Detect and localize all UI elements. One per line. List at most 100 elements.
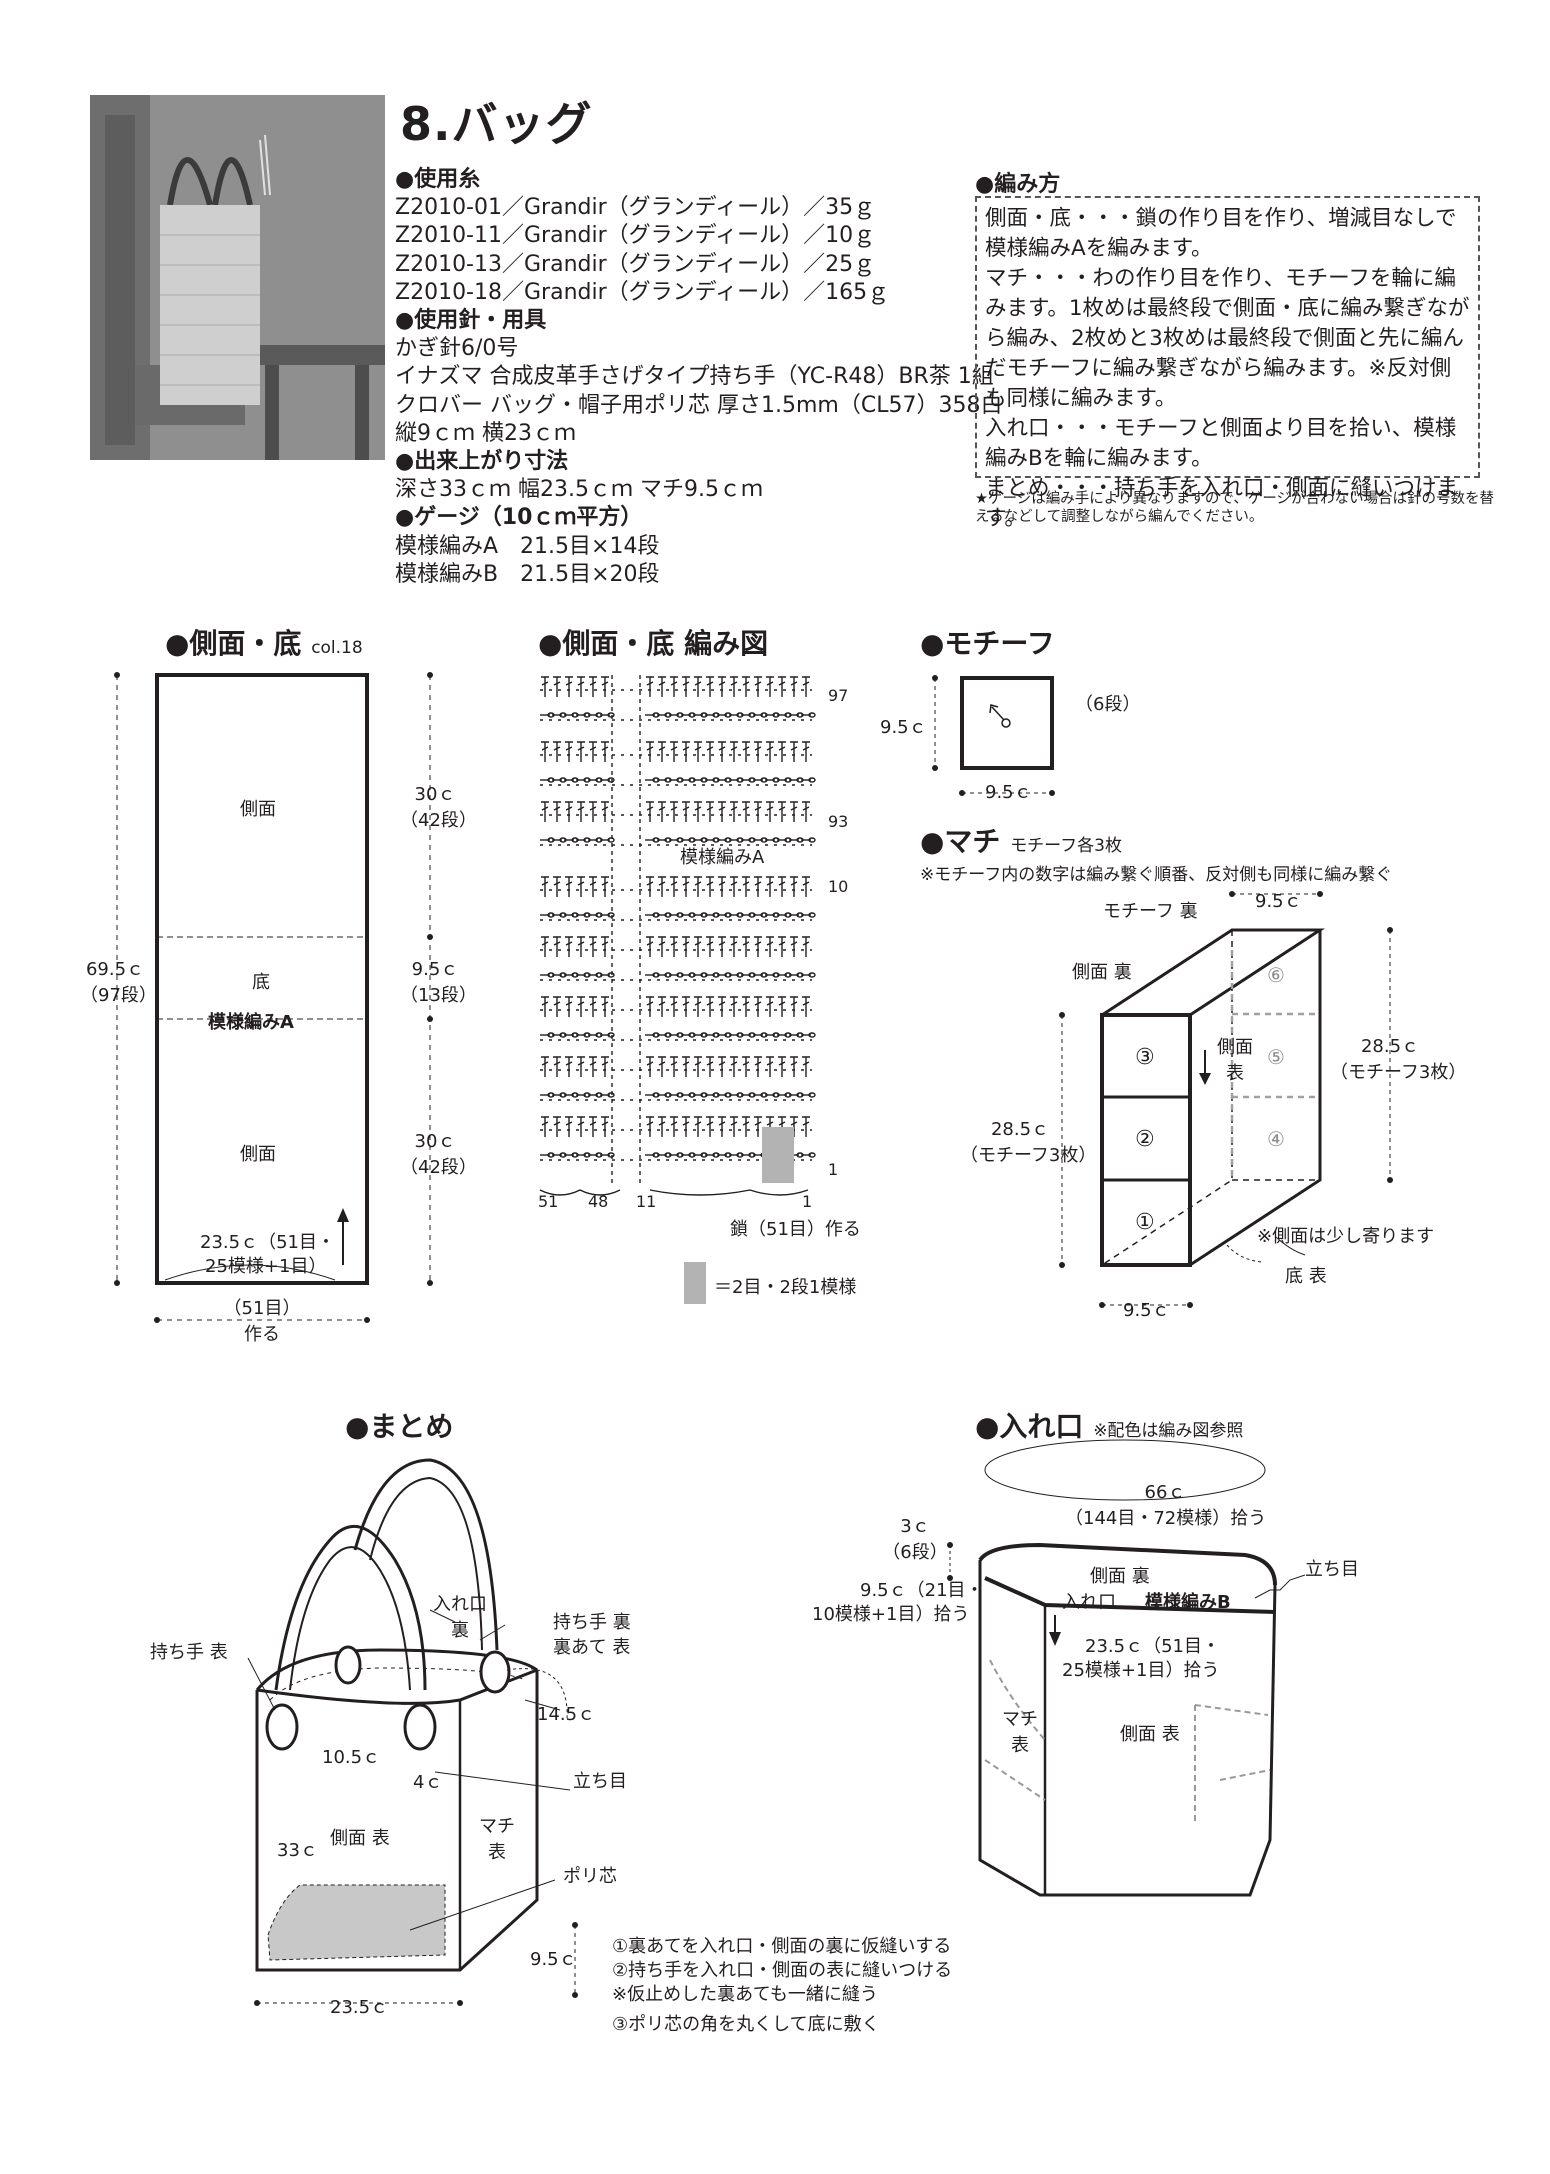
stitch-symbol	[766, 801, 774, 822]
stitch-symbol	[682, 801, 690, 822]
dim-33-label: 33ｃ	[277, 1840, 318, 1861]
dim-value: 66ｃ	[1144, 1482, 1186, 1503]
side-height-label: 30ｃ（42段）	[400, 780, 477, 832]
yarn-line: Z2010-11／Grandir（グランディール）／10ｇ	[395, 223, 876, 249]
stitch-symbol	[694, 801, 702, 822]
chart-heading: ●側面・底 編み図	[538, 627, 769, 660]
stitch-symbol	[541, 1056, 549, 1077]
gusset-heading-note: モチーフ各3枚	[1010, 836, 1122, 856]
yarn-line: Z2010-13／Grandir（グランディール）／25ｇ	[395, 251, 876, 277]
yarn-line: Z2010-18／Grandir（グランディール）／165ｇ	[395, 279, 890, 305]
method-paragraph: まとめ・・・持ち手を入れ口・側面に縫いつけます。	[985, 476, 1459, 531]
dim-value: 30ｃ	[414, 1131, 456, 1152]
stitch-symbol	[670, 936, 678, 957]
stitch-symbol	[706, 801, 714, 822]
stitch-symbol	[754, 936, 762, 957]
stitch-symbol	[766, 996, 774, 1017]
method-paragraph: 入れ口・・・モチーフと側面より目を拾い、模様編みBを輪に編みます。	[985, 416, 1457, 471]
materials-block: ●使用糸 Z2010-01／Grandir（グランディール）／35ｇ Z2010…	[395, 166, 1002, 589]
column-number: 51	[538, 1192, 559, 1211]
step-item: ②持ち手を入れ口・側面の表に縫いつける	[612, 1960, 953, 1981]
stitch-symbol	[694, 876, 702, 897]
stitch-symbol	[541, 676, 549, 697]
side-front-label: 側面 表	[1120, 1724, 1180, 1745]
dim-rows: （13段）	[400, 985, 477, 1006]
stitch-symbol	[646, 676, 654, 697]
stitch-symbol	[541, 936, 549, 957]
gauge-note: ★ゲージは編み手により異なりますので、ゲージが合わない場合は針の号数を替えるなど…	[975, 491, 1495, 525]
label-line: 側面	[1217, 1037, 1253, 1058]
stitch-symbol	[706, 676, 714, 697]
opening-bag	[978, 1439, 1277, 1897]
stitch-symbol	[658, 676, 666, 697]
bottom-label: 底	[252, 972, 270, 993]
side-panel-label: 側面	[240, 1144, 276, 1165]
circumference-label: 66ｃ（144目・72模様）拾う	[1065, 1478, 1266, 1530]
stitch-symbol	[742, 741, 750, 762]
standing-label: 立ち目	[573, 1771, 627, 1792]
gauge-heading: ●ゲージ（10ｃｍ平方）	[395, 505, 643, 531]
stitch-symbol	[565, 1056, 573, 1077]
gusset-top-dim: 9.5ｃ	[1255, 891, 1302, 912]
stitch-symbol	[565, 741, 573, 762]
stitch-symbol	[565, 676, 573, 697]
standing-label: 立ち目	[1305, 1559, 1359, 1580]
opening-heading-text: ●入れ口	[975, 1410, 1084, 1443]
width-label: 23.5ｃ（51目・	[200, 1232, 335, 1253]
stitch-symbol	[541, 1116, 549, 1137]
stitch-symbol	[589, 876, 597, 897]
color-note: col.18	[311, 638, 363, 658]
gusset-front-label: マチ表	[995, 1705, 1045, 1757]
lean-note: ※側面は少し寄ります	[1257, 1226, 1435, 1247]
size-heading: ●出来上がり寸法	[395, 449, 569, 475]
stitch-symbol	[790, 801, 798, 822]
handle-back-label: 持ち手 裏	[553, 1612, 631, 1633]
stitch-symbol	[754, 876, 762, 897]
legend-label: ＝2目・2段1模様	[714, 1277, 857, 1298]
stitch-symbol	[742, 876, 750, 897]
stitch-symbol	[565, 876, 573, 897]
side-back-label: 側面 裏	[1090, 1566, 1150, 1587]
stitch-symbol	[541, 996, 549, 1017]
tools-line: クロバー バッグ・帽子用ポリ芯 厚さ1.5mm（CL57）358白	[395, 392, 1003, 418]
stitch-symbol	[778, 801, 786, 822]
pick-left-label: 10模様+1目）拾う	[812, 1604, 970, 1625]
stitch-symbol	[658, 1116, 666, 1137]
stitch-symbol	[742, 936, 750, 957]
stitch-symbol	[589, 801, 597, 822]
label-line: 表	[1011, 1735, 1029, 1756]
stitch-symbol	[754, 1056, 762, 1077]
stitch-symbol	[754, 676, 762, 697]
opening-back-label: 入れ口裏	[420, 1590, 500, 1642]
pick-right-label: 23.5ｃ（51目・	[1085, 1636, 1220, 1657]
gusset-front-label: マチ表	[472, 1812, 522, 1864]
label-line: 表	[1226, 1063, 1244, 1084]
stitch-symbol	[553, 1056, 561, 1077]
stitch-symbol	[706, 996, 714, 1017]
stitch-symbol	[601, 676, 609, 697]
stitch-symbol	[790, 1056, 798, 1077]
bottom-front-label: 底 表	[1285, 1266, 1327, 1287]
motif-order-number: ⑤	[1267, 1045, 1285, 1069]
stitch-symbol	[718, 1116, 726, 1137]
yarn-heading: ●使用糸	[395, 167, 481, 192]
stitch-symbol	[589, 676, 597, 697]
stitch-symbol	[730, 741, 738, 762]
stitch-symbol	[565, 801, 573, 822]
stitch-symbol	[718, 741, 726, 762]
right-dim-label: 28.5ｃ（モチーフ3枚）	[1330, 1032, 1466, 1084]
stitch-symbol	[718, 996, 726, 1017]
stitch-symbol	[601, 1116, 609, 1137]
dim-value: 69.5ｃ	[85, 959, 145, 980]
stitch-symbol	[754, 801, 762, 822]
motif-order-number: ④	[1267, 1127, 1285, 1151]
stitch-symbol	[802, 1056, 810, 1077]
stitch-symbol	[730, 1056, 738, 1077]
stitch-symbol	[718, 936, 726, 957]
stitch-symbol	[646, 801, 654, 822]
stitch-symbol	[541, 801, 549, 822]
stitch-symbol	[670, 1116, 678, 1137]
dim-rows: （6段）	[882, 1542, 948, 1563]
column-number: 48	[588, 1192, 609, 1211]
stitch-symbol	[778, 1056, 786, 1077]
